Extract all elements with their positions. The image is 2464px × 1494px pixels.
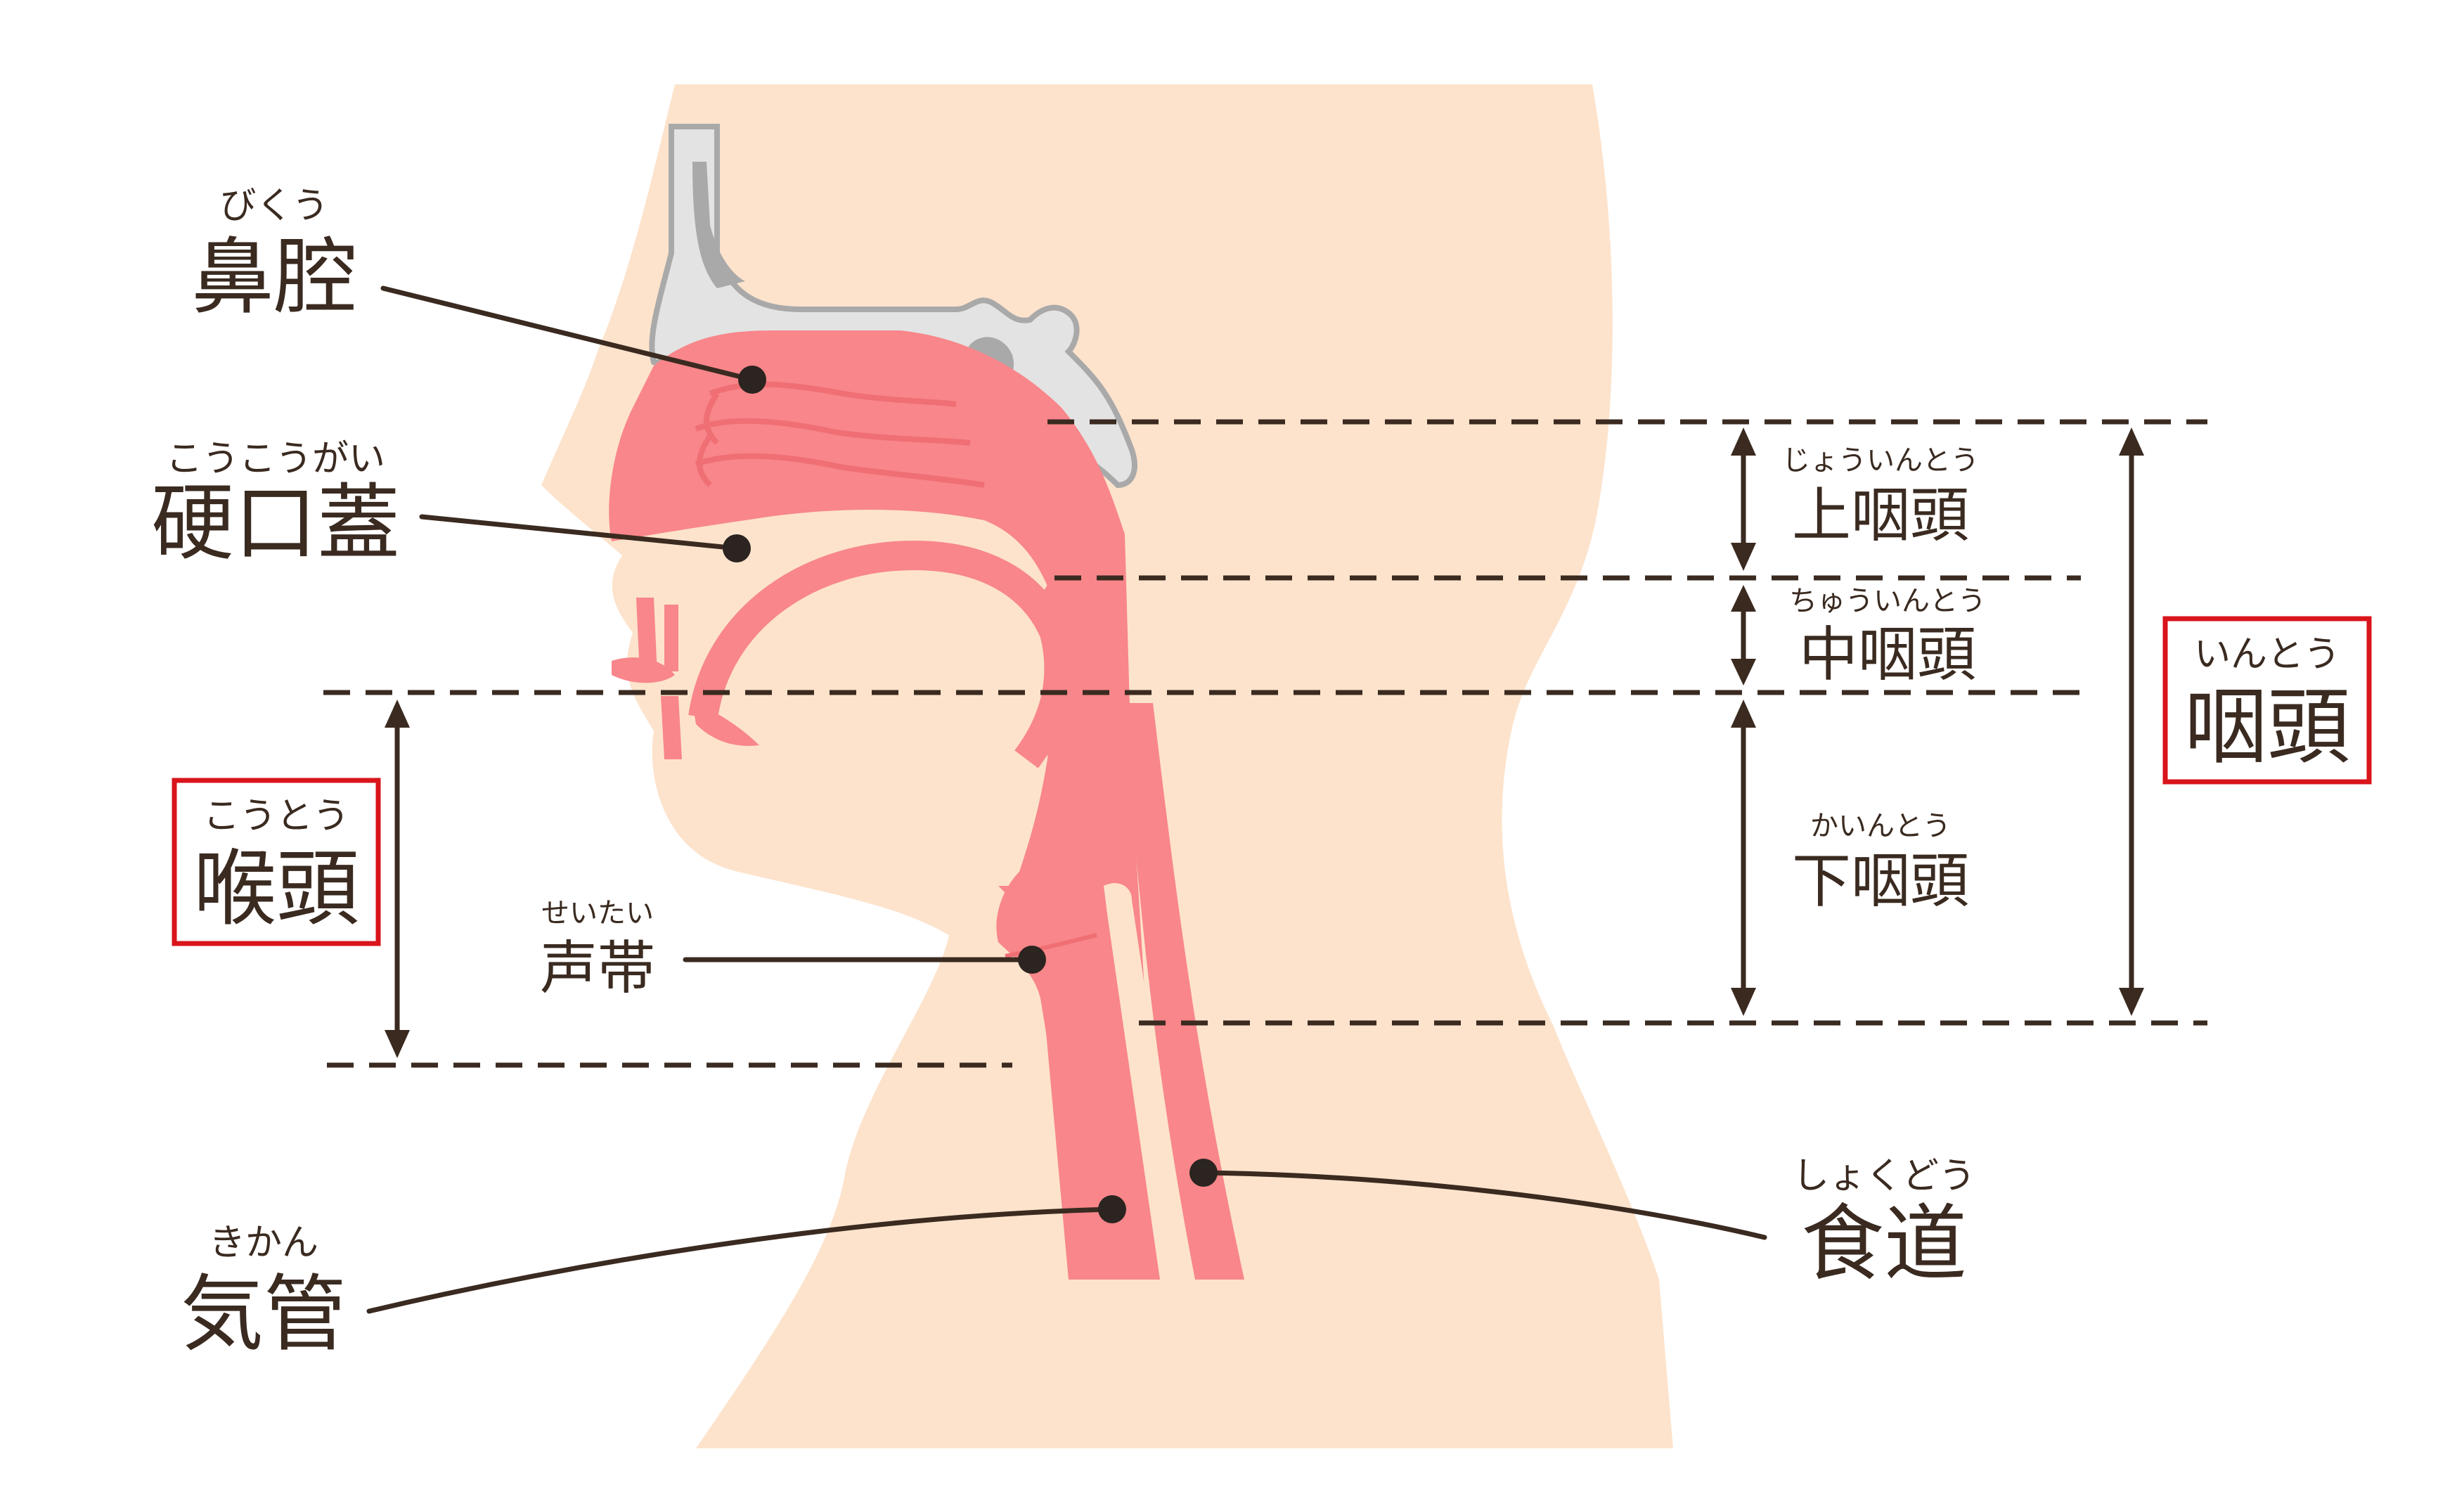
hard-palate-label: 硬口蓋	[151, 475, 400, 572]
sinus-shadow	[692, 162, 745, 288]
larynx-highlight-box	[172, 778, 381, 946]
nasal-cavity-reading: びくう	[220, 185, 329, 227]
trachea-reading: きかん	[209, 1222, 318, 1264]
larynx-reading: こうとう	[203, 795, 349, 837]
leader-esophagus	[1189, 1159, 1767, 1240]
esophagus-label: 食道	[1801, 1195, 1967, 1292]
arrow-nasopharynx	[1731, 427, 1756, 571]
pharynx-reading: いんとう	[2194, 633, 2340, 676]
arrow-hypopharynx	[1731, 700, 1756, 1016]
nasopharynx-reading: じょういんとう	[1782, 444, 1979, 477]
turbinate-lines	[695, 381, 985, 488]
pharynx-label: 咽頭	[2184, 678, 2350, 775]
arrow-oropharynx	[1731, 585, 1756, 685]
vocal-cords-label: 声帯	[540, 935, 655, 1002]
epiglottis	[1047, 733, 1097, 787]
vocal-fold-line	[1005, 933, 1097, 958]
hypopharynx-label: 下咽頭	[1792, 846, 1969, 915]
leader-trachea	[366, 1195, 1126, 1314]
trachea-highlight	[1104, 883, 1188, 1280]
arrow-pharynx	[2119, 427, 2144, 1016]
leader-nasal-cavity	[380, 285, 766, 394]
arrow-larynx	[385, 700, 410, 1058]
vocal-cords-reading: せいたい	[541, 897, 654, 929]
esophagus-shape	[1125, 703, 1244, 1280]
soft-palate	[1038, 577, 1062, 626]
oropharynx-reading: ちゅういんとう	[1789, 585, 1986, 617]
leader-vocal-cords	[683, 946, 1046, 974]
larynx-label: 喉頭	[193, 840, 359, 937]
teeth-upper	[636, 598, 678, 675]
hard-palate-reading: こうこうがい	[166, 438, 385, 480]
trachea-label: 気管	[181, 1266, 347, 1363]
teeth-lower	[661, 696, 759, 759]
leader-hard-palate	[419, 514, 751, 562]
nasal-cavity-label: 鼻腔	[191, 228, 357, 326]
nasopharynx-label: 上咽頭	[1792, 481, 1969, 550]
esophagus-reading: しょくどう	[1793, 1155, 1975, 1197]
hypopharynx-reading: かいんとう	[1810, 810, 1951, 842]
oropharynx-label: 中咽頭	[1799, 620, 1976, 689]
pharynx-highlight-box	[2162, 616, 2372, 785]
